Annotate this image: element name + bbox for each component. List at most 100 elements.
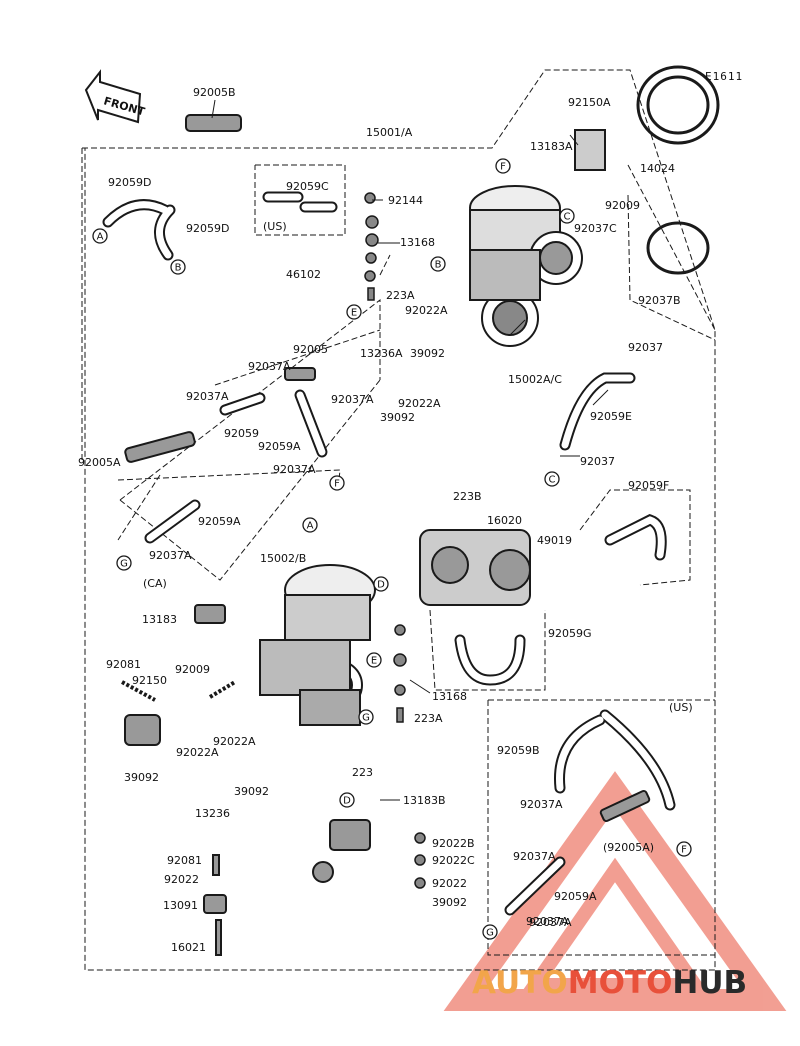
part-label: 92059F [628, 479, 669, 492]
circle-reference: F [329, 475, 345, 491]
circle-label-group: A B F C B E C F G A D E G D F G [92, 158, 692, 940]
part-label: 92009 [605, 199, 640, 212]
part-label: 92059G [548, 627, 592, 640]
part-label: 92037 [628, 341, 663, 354]
part-label: 92059D [108, 176, 151, 189]
part-label: 15002/B [260, 552, 306, 565]
carburetor-lower [259, 564, 376, 726]
circle-reference: F [676, 841, 692, 857]
part-label: 92037A [248, 360, 291, 373]
circle-reference: E [346, 304, 362, 320]
svg-text:D: D [377, 580, 385, 591]
part-label: 39092 [432, 896, 467, 909]
svg-text:B: B [435, 260, 442, 271]
part-label: 46102 [286, 268, 321, 281]
part-label: 92022A [405, 304, 448, 317]
part-label: 92022A [176, 746, 219, 759]
svg-text:G: G [362, 713, 370, 724]
svg-text:D: D [343, 796, 351, 807]
circle-reference: G [482, 924, 498, 940]
svg-text:F: F [334, 479, 340, 490]
carburetor-upper [469, 129, 606, 347]
part-label: 92022A [398, 397, 441, 410]
part-label: 92022C [432, 854, 475, 867]
part-label: 92037A [526, 915, 569, 928]
part-label: 92081 [106, 658, 141, 671]
part-label: 92037A [529, 916, 572, 929]
part-label: 16020 [487, 514, 522, 527]
circle-reference: G [358, 709, 374, 725]
hose-inner [104, 193, 674, 914]
part-label: 14024 [640, 162, 675, 175]
part-label: 13236A [360, 347, 403, 360]
circle-reference: B [430, 256, 446, 272]
svg-text:F: F [500, 162, 506, 173]
part-label: 92059A [198, 515, 241, 528]
svg-text:B: B [175, 263, 182, 274]
circle-reference: A [92, 228, 108, 244]
part-label: (92005A) [603, 841, 654, 854]
svg-text:A: A [97, 232, 104, 243]
part-label: 15002A/C [508, 373, 562, 386]
part-label: 92037A [513, 850, 556, 863]
part-label: 92059D [186, 222, 229, 235]
circle-reference: B [170, 259, 186, 275]
part-label: 92059B [497, 744, 540, 757]
circle-reference: E [366, 652, 382, 668]
part-label: (US) [263, 220, 287, 233]
part-label: 13183 [142, 613, 177, 626]
part-label: 92022 [164, 873, 199, 886]
small-parts-stack-lower [393, 624, 426, 889]
part-label: 92150 [132, 674, 167, 687]
part-label: 92037A [149, 549, 192, 562]
small-parts-stack-upper [364, 192, 379, 301]
leader-lines [211, 99, 609, 801]
diagram-code: E1611 [705, 70, 743, 83]
svg-text:E: E [351, 308, 357, 319]
svg-text:C: C [564, 212, 571, 223]
springs [121, 680, 237, 702]
front-arrow-icon: FRONT [84, 69, 147, 124]
part-label: 92022 [432, 877, 467, 890]
diagram-frame [81, 69, 716, 971]
part-label: 15001/A [366, 126, 413, 139]
svg-text:A: A [307, 521, 314, 532]
part-label: 92059 [224, 427, 259, 440]
part-label: 92059A [554, 890, 597, 903]
part-label: 92022B [432, 837, 475, 850]
circle-reference: F [495, 158, 511, 174]
circle-reference: D [373, 576, 389, 592]
clamp-92037b [646, 221, 710, 275]
part-label: 92037C [574, 222, 617, 235]
part-label: 223A [386, 289, 415, 302]
svg-text:G: G [486, 928, 494, 939]
svg-text:C: C [549, 475, 556, 486]
watermark-text: AUTOMOTOHUB [472, 965, 747, 1001]
circle-reference: C [544, 471, 560, 487]
circle-reference: C [559, 208, 575, 224]
hoses [102, 191, 676, 916]
part-label: 13168 [400, 236, 435, 249]
part-label: 92059E [590, 410, 632, 423]
fittings [124, 114, 651, 956]
part-label: 92081 [167, 854, 202, 867]
part-label: 92059C [286, 180, 329, 193]
part-label: 92005B [193, 86, 236, 99]
part-label: 92150A [568, 96, 611, 109]
part-label: 223 [352, 766, 373, 779]
part-label: 39092 [124, 771, 159, 784]
part-label: 92037A [273, 463, 316, 476]
part-label: 92037A [186, 390, 229, 403]
part-label: 13183B [403, 794, 446, 807]
fuel-pump [419, 529, 531, 606]
part-label: 92009 [175, 663, 210, 676]
circle-reference: G [116, 555, 132, 571]
part-label: 16021 [171, 941, 206, 954]
svg-text:F: F [681, 845, 687, 856]
part-label: (CA) [143, 577, 167, 590]
circle-reference: D [339, 792, 355, 808]
part-label: 92005A [78, 456, 121, 469]
